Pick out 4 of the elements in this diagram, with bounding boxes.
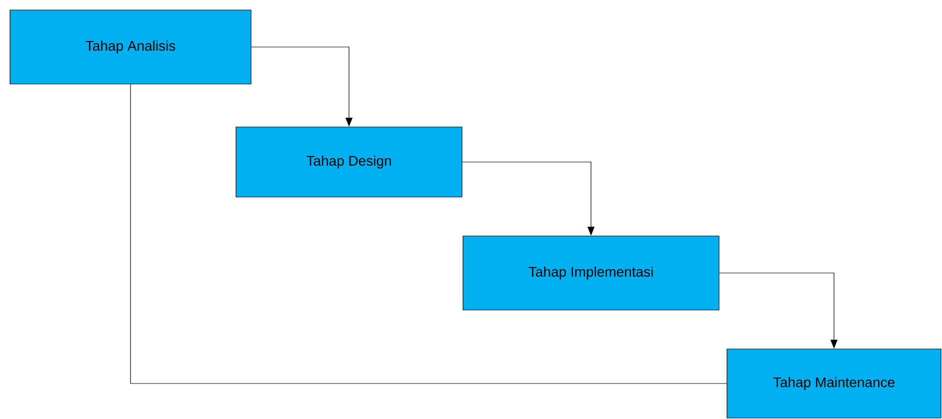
- process-box: Tahap Maintenance: [726, 348, 942, 418]
- process-box: Tahap Design: [236, 126, 462, 198]
- process-box: Tahap Implementasi: [462, 236, 720, 310]
- process-box: Tahap Analisis: [10, 10, 252, 84]
